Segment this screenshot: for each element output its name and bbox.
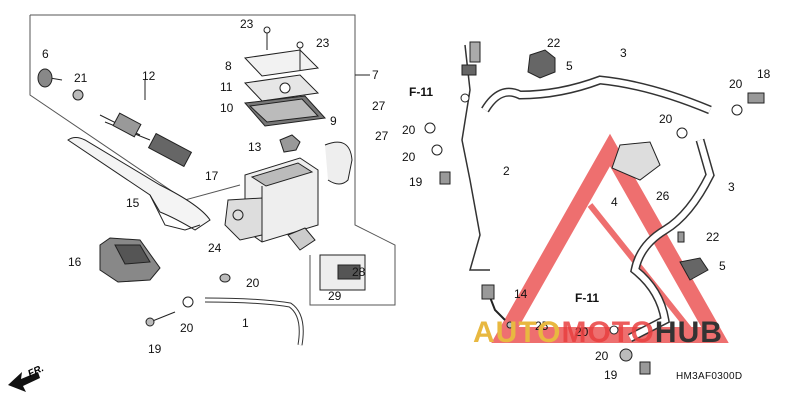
- callout-16: 16: [68, 255, 82, 269]
- callout-5-lower: 5: [719, 259, 726, 273]
- watermark-hub: HUB: [654, 316, 723, 349]
- callout-18: 18: [757, 67, 771, 81]
- callout-6: 6: [42, 47, 49, 61]
- callout-20-left: 20: [180, 321, 194, 335]
- callout-28: 28: [352, 265, 366, 279]
- callout-f11-upper: F-11: [409, 85, 434, 99]
- callout-23-lower: 23: [316, 36, 330, 50]
- callout-3-lower: 3: [728, 180, 735, 194]
- callout-25: 25: [535, 319, 549, 333]
- callout-20-center-b: 20: [402, 150, 416, 164]
- callout-24: 24: [208, 241, 222, 255]
- callout-21: 21: [74, 71, 88, 85]
- callout-20-mid: 20: [659, 112, 673, 126]
- hose-clamp-upper: [527, 49, 556, 79]
- callout-15: 15: [126, 196, 140, 210]
- callout-5-upper: 5: [566, 59, 573, 73]
- watermark-logo: AUTOMOTOHUB: [473, 316, 723, 356]
- callout-20-hose: 20: [246, 276, 260, 290]
- callout-20-lower-b: 20: [595, 349, 609, 363]
- watermark-moto: MOTO: [561, 316, 655, 349]
- callout-20-lower-a: 20: [575, 325, 589, 339]
- callout-7: 7: [372, 68, 379, 82]
- watermark-auto: AUTO: [473, 316, 562, 349]
- callout-1: 1: [242, 316, 249, 330]
- callout-4: 4: [611, 195, 618, 209]
- callout-22-upper: 22: [547, 36, 561, 50]
- callout-22-lower: 22: [706, 230, 720, 244]
- group-outline: [30, 14, 396, 306]
- callout-9: 9: [330, 114, 337, 128]
- callout-19-left: 19: [148, 342, 162, 356]
- callout-8: 8: [225, 59, 232, 73]
- callout-14: 14: [514, 287, 528, 301]
- callout-27-upper: 27: [372, 99, 386, 113]
- brake-lever: [67, 137, 211, 231]
- callout-20-center-a: 20: [402, 123, 416, 137]
- callout-26: 26: [656, 189, 670, 203]
- callout-19-center: 19: [409, 175, 423, 189]
- reservoir-plate: [243, 49, 320, 77]
- callout-19-lower: 19: [604, 368, 618, 382]
- callout-2: 2: [503, 164, 510, 178]
- callout-3-upper: 3: [620, 46, 627, 60]
- callout-11: 11: [220, 80, 233, 94]
- callout-10: 10: [220, 101, 234, 115]
- callout-17: 17: [205, 169, 219, 183]
- brake-line-center: [461, 44, 490, 271]
- diagram-code: HM3AF0300D: [676, 371, 743, 382]
- callout-f11-lower: F-11: [575, 291, 600, 305]
- hose-clamp-lower: [679, 257, 709, 281]
- callout-20-right: 20: [729, 77, 743, 91]
- front-direction-arrow: [8, 372, 40, 392]
- callout-13: 13: [248, 140, 262, 154]
- callout-29: 29: [328, 289, 342, 303]
- callout-27-lower: 27: [375, 129, 389, 143]
- callout-12: 12: [142, 69, 156, 83]
- callout-23-upper: 23: [240, 17, 254, 31]
